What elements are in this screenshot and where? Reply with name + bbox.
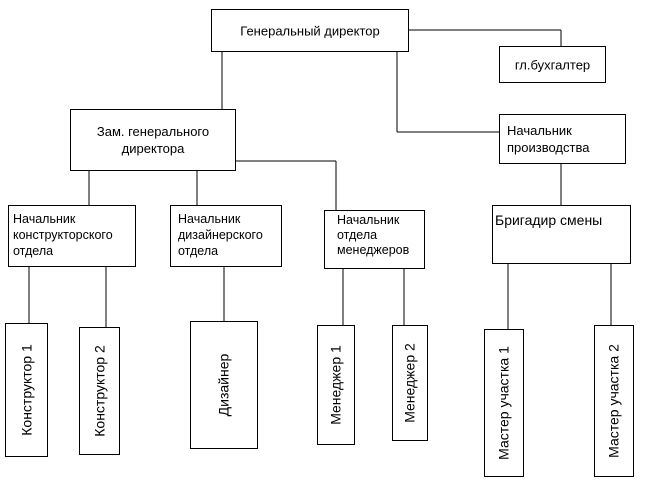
node-manager-1: Менеджер 1 [317,325,355,445]
node-designer-dept-head: Начальник дизайнерского отдела [170,205,282,267]
node-designer-label: Дизайнер [215,353,232,417]
node-design-dept-head: Начальник конструкторского отдела [8,205,136,267]
node-designer: Дизайнер [190,321,258,449]
node-site-master-1: Мастер участка 1 [484,329,524,477]
node-managers-dept-head: Начальник отдела менеджеров [324,210,425,269]
node-constructor-1: Конструктор 1 [5,323,48,457]
node-site-master-2-label: Мастер участка 2 [605,344,622,458]
node-constructor-2: Конструктор 2 [79,327,120,455]
node-chief-accountant-label: гл.бухгалтер [514,57,591,72]
node-site-master-2: Мастер участка 2 [594,325,634,477]
node-ceo: Генеральный директор [211,9,409,52]
node-manager-2: Менеджер 2 [392,325,428,441]
node-production-head-label: Начальник производства [507,123,590,155]
node-design-dept-head-label: Начальник конструкторского отдела [13,212,113,258]
node-manager-2-label: Менеджер 2 [401,343,418,423]
node-deputy-ceo-label: Зам. генерального директора [96,124,210,156]
node-constructor-2-label: Конструктор 2 [91,345,107,437]
node-site-master-1-label: Мастер участка 1 [495,346,512,460]
node-manager-1-label: Менеджер 1 [327,345,344,425]
node-production-head: Начальник производства [499,114,626,164]
node-managers-dept-head-label: Начальник отдела менеджеров [337,213,410,257]
node-designer-dept-head-label: Начальник дизайнерского отдела [178,212,263,258]
node-constructor-1-label: Конструктор 1 [18,344,34,436]
node-chief-accountant: гл.бухгалтер [499,46,606,83]
node-shift-foreman-label: Бригадир смены [495,212,603,228]
node-deputy-ceo: Зам. генерального директора [70,109,236,171]
node-ceo-label: Генеральный директор [240,23,380,38]
node-shift-foreman: Бригадир смены [492,205,631,264]
